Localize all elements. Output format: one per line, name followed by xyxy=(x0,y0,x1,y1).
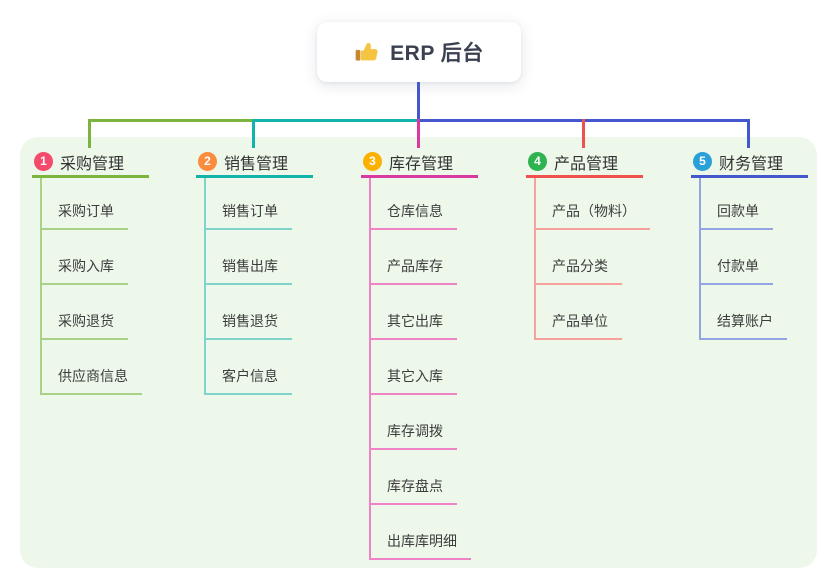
branch-1-title[interactable]: 1 采购管理 xyxy=(32,148,149,178)
branch-3-label: 库存管理 xyxy=(389,155,454,173)
branch-2-title[interactable]: 2 销售管理 xyxy=(196,148,313,178)
connector-rail-branch-1 xyxy=(40,178,42,395)
branch-5-child-node[interactable]: 回款单 xyxy=(699,202,773,230)
branch-1-label: 采购管理 xyxy=(60,155,125,173)
branch-2-child-node[interactable]: 销售退货 xyxy=(204,312,292,340)
branch-1-badge: 1 xyxy=(34,152,53,171)
branch-2-badge: 2 xyxy=(198,152,217,171)
connector-rail-branch-2 xyxy=(204,178,206,395)
branch-3-child-node[interactable]: 仓库信息 xyxy=(369,202,457,230)
branch-1-child-node[interactable]: 采购订单 xyxy=(40,202,128,230)
branch-3-children: 仓库信息产品库存其它出库其它入库库存调拨库存盘点出库库明细 xyxy=(369,202,471,587)
branch-3-child-node[interactable]: 出库库明细 xyxy=(369,532,471,560)
branch-3-child-node[interactable]: 其它出库 xyxy=(369,312,457,340)
branch-5-label: 财务管理 xyxy=(719,155,784,173)
branch-3-title[interactable]: 3 库存管理 xyxy=(361,148,478,178)
branch-4-child-node[interactable]: 产品分类 xyxy=(534,257,622,285)
connector-rail-branch-3 xyxy=(369,178,371,560)
connector-horizontal-branch-2 xyxy=(252,119,417,122)
branch-3-child-node[interactable]: 产品库存 xyxy=(369,257,457,285)
branch-5-title[interactable]: 5 财务管理 xyxy=(691,148,808,178)
branch-1-child-node[interactable]: 供应商信息 xyxy=(40,367,142,395)
connector-stub-branch-2 xyxy=(252,119,255,148)
connector-stub-branch-5 xyxy=(747,119,750,148)
branch-1-child-node[interactable]: 采购入库 xyxy=(40,257,128,285)
branch-1-children: 采购订单采购入库采购退货供应商信息 xyxy=(40,202,142,422)
branch-1-child-node[interactable]: 采购退货 xyxy=(40,312,128,340)
branch-2-child-node[interactable]: 客户信息 xyxy=(204,367,292,395)
branch-5-child-node[interactable]: 结算账户 xyxy=(699,312,787,340)
root-label: ERP 后台 xyxy=(390,42,484,65)
branch-2-children: 销售订单销售出库销售退货客户信息 xyxy=(204,202,292,422)
branch-3-child-node[interactable]: 其它入库 xyxy=(369,367,457,395)
branch-4-child-node[interactable]: 产品单位 xyxy=(534,312,622,340)
branch-5-children: 回款单付款单结算账户 xyxy=(699,202,787,367)
branch-4-child-node[interactable]: 产品（物料） xyxy=(534,202,650,230)
connector-stub-branch-4 xyxy=(582,119,585,148)
branch-5-child-node[interactable]: 付款单 xyxy=(699,257,773,285)
connector-root-vertical xyxy=(417,82,420,119)
connector-stub-branch-3 xyxy=(417,119,420,148)
thumbs-up-icon xyxy=(354,39,380,65)
branch-4-label: 产品管理 xyxy=(554,155,619,173)
branch-4-children: 产品（物料） 产品分类产品单位 xyxy=(534,202,650,367)
branch-2-child-node[interactable]: 销售订单 xyxy=(204,202,292,230)
branch-3-child-node[interactable]: 库存调拨 xyxy=(369,422,457,450)
branch-2-child-node[interactable]: 销售出库 xyxy=(204,257,292,285)
connector-horizontal-branch-1 xyxy=(88,119,252,122)
branch-2-label: 销售管理 xyxy=(224,155,289,173)
root-node[interactable]: ERP 后台 xyxy=(317,22,521,82)
branch-3-child-node[interactable]: 库存盘点 xyxy=(369,477,457,505)
branch-3-badge: 3 xyxy=(363,152,382,171)
branch-4-badge: 4 xyxy=(528,152,547,171)
connector-rail-branch-4 xyxy=(534,178,536,340)
connector-stub-branch-1 xyxy=(88,119,91,148)
branch-4-title[interactable]: 4 产品管理 xyxy=(526,148,643,178)
mindmap-panel xyxy=(20,137,817,568)
connector-rail-branch-5 xyxy=(699,178,701,340)
branch-5-badge: 5 xyxy=(693,152,712,171)
